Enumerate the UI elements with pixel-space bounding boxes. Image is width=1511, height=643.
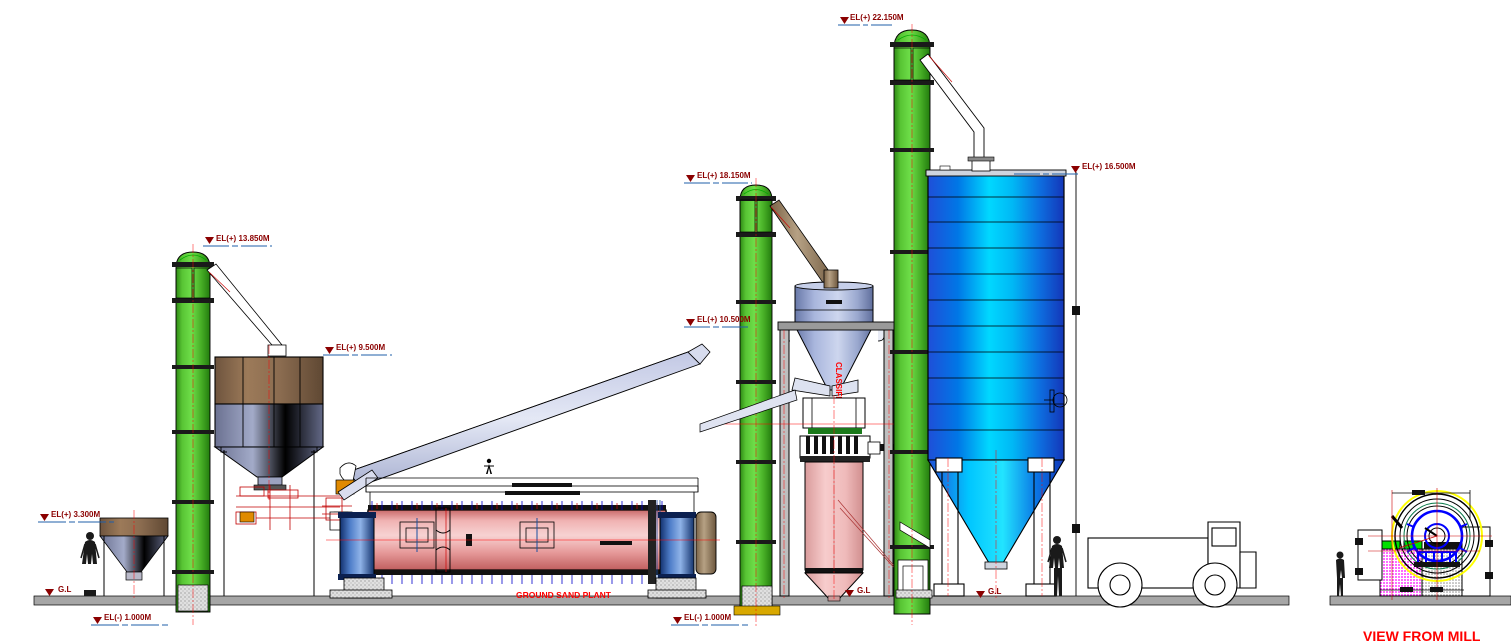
svg-text:EL(-) 1.000M: EL(-) 1.000M: [104, 613, 151, 622]
person-on-conveyor: [484, 458, 494, 474]
elevation-marker-gl-right: G.L: [976, 587, 1001, 598]
ground-line: [33, 595, 1511, 606]
person-left: [80, 532, 100, 596]
storage-silo: [925, 156, 1080, 600]
inclined-belt-conveyor: [335, 343, 711, 495]
svg-text:EL(+) 9.500M: EL(+) 9.500M: [336, 343, 385, 352]
svg-text:G.L: G.L: [988, 587, 1001, 596]
bucket-elevator-center: [733, 178, 839, 628]
elevation-marker-9500: EL(+) 9.500M: [323, 343, 392, 356]
svg-text:EL(+) 3.300M: EL(+) 3.300M: [51, 510, 100, 519]
svg-text:EL(-) 1.000M: EL(-) 1.000M: [684, 613, 731, 622]
person-right: [1047, 536, 1067, 596]
svg-text:EL(+) 22.150M: EL(+) 22.150M: [850, 13, 904, 22]
elevation-marker-10500: EL(+) 10.500M: [684, 315, 751, 328]
elevation-marker-22150: EL(+) 22.150M: [838, 13, 904, 26]
bucket-elevator-left: [172, 244, 287, 625]
elevation-marker-13850: EL(+) 13.850M: [203, 234, 272, 247]
elevation-marker-16500: EL(+) 16.500M: [1014, 162, 1136, 175]
truck: [1087, 521, 1257, 608]
svg-text:EL(+) 18.150M: EL(+) 18.150M: [697, 171, 751, 180]
svg-text:EL(+) 13.850M: EL(+) 13.850M: [216, 234, 270, 243]
classifier-assembly: CLASSIFIER: [699, 269, 900, 602]
svg-text:EL(+) 16.500M: EL(+) 16.500M: [1082, 162, 1136, 171]
elevation-marker-neg1000-center: EL(-) 1.000M: [671, 613, 748, 626]
svg-text:G.L: G.L: [857, 586, 870, 595]
elevation-marker-3300: EL(+) 3.300M: [38, 510, 114, 523]
classifier-label: CLASSIFIER: [834, 362, 843, 410]
elevation-marker-18150: EL(+) 18.150M: [684, 171, 752, 184]
section-view-from-mill: VIEW FROM MILL: [1336, 488, 1493, 643]
feed-bin-far-left: [99, 510, 169, 600]
mill-label: GROUND SAND PLANT: [516, 590, 612, 600]
ball-mill: GROUND SAND PLANT: [322, 469, 720, 600]
elevation-marker-neg1000-left: EL(-) 1.000M: [91, 613, 168, 626]
svg-text:G.L: G.L: [58, 585, 71, 594]
section-title: VIEW FROM MILL: [1363, 628, 1481, 643]
svg-text:EL(+) 10.500M: EL(+) 10.500M: [697, 315, 751, 324]
elevation-markers: EL(+) 22.150M EL(+) 18.150M EL(+) 16.500…: [38, 13, 1136, 626]
elevation-marker-gl-left: G.L: [45, 585, 71, 596]
elevation-marker-gl-center: G.L: [845, 586, 870, 597]
surge-hopper-left: [213, 345, 349, 596]
person-section: [1336, 551, 1345, 596]
